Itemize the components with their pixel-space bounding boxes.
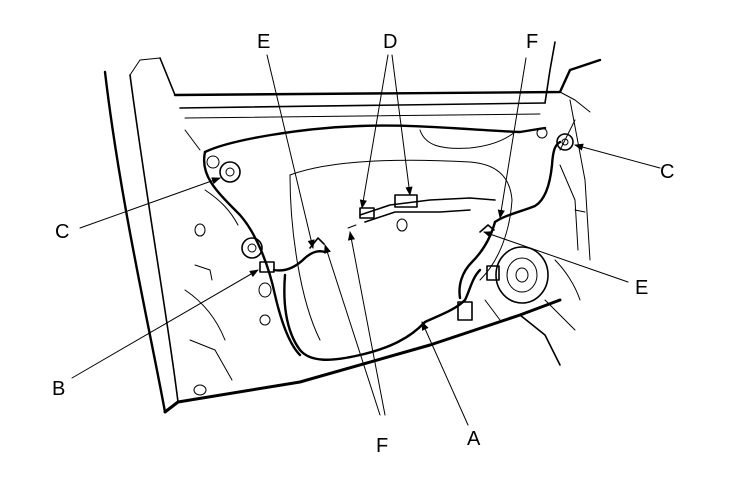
door-frame: [103, 41, 602, 414]
leader-c-left: [79, 177, 221, 229]
leader-c-right: [574, 143, 661, 169]
label-e-top: E: [257, 31, 270, 53]
label-c-right: C: [660, 161, 674, 183]
panel-holes: [193, 209, 586, 396]
leader-d-2: [391, 54, 413, 196]
leader-d-1: [359, 54, 389, 209]
leader-f-bottom-1: [324, 244, 381, 416]
label-e-right: E: [635, 277, 648, 299]
speaker: [495, 246, 549, 304]
wire-harness-a: [272, 140, 562, 361]
leader-e-right: [483, 231, 629, 283]
label-f-top: F: [526, 31, 538, 53]
leader-b: [71, 269, 259, 379]
leader-f-top: [497, 57, 527, 219]
label-f-bottom: F: [376, 435, 388, 457]
leader-lines: [71, 54, 661, 426]
inner-door-panel: [184, 124, 581, 381]
bolt-right: [536, 127, 574, 151]
label-c-left: C: [55, 221, 69, 243]
label-a: A: [467, 428, 481, 450]
label-b: B: [52, 378, 65, 400]
clip-e-right: [479, 224, 495, 233]
leader-f-bottom-2: [347, 231, 386, 416]
label-d: D: [383, 31, 397, 53]
bolt-left: [206, 155, 241, 183]
leader-e-top: [266, 54, 315, 249]
connector-b: [241, 237, 275, 273]
leader-a: [421, 321, 469, 426]
